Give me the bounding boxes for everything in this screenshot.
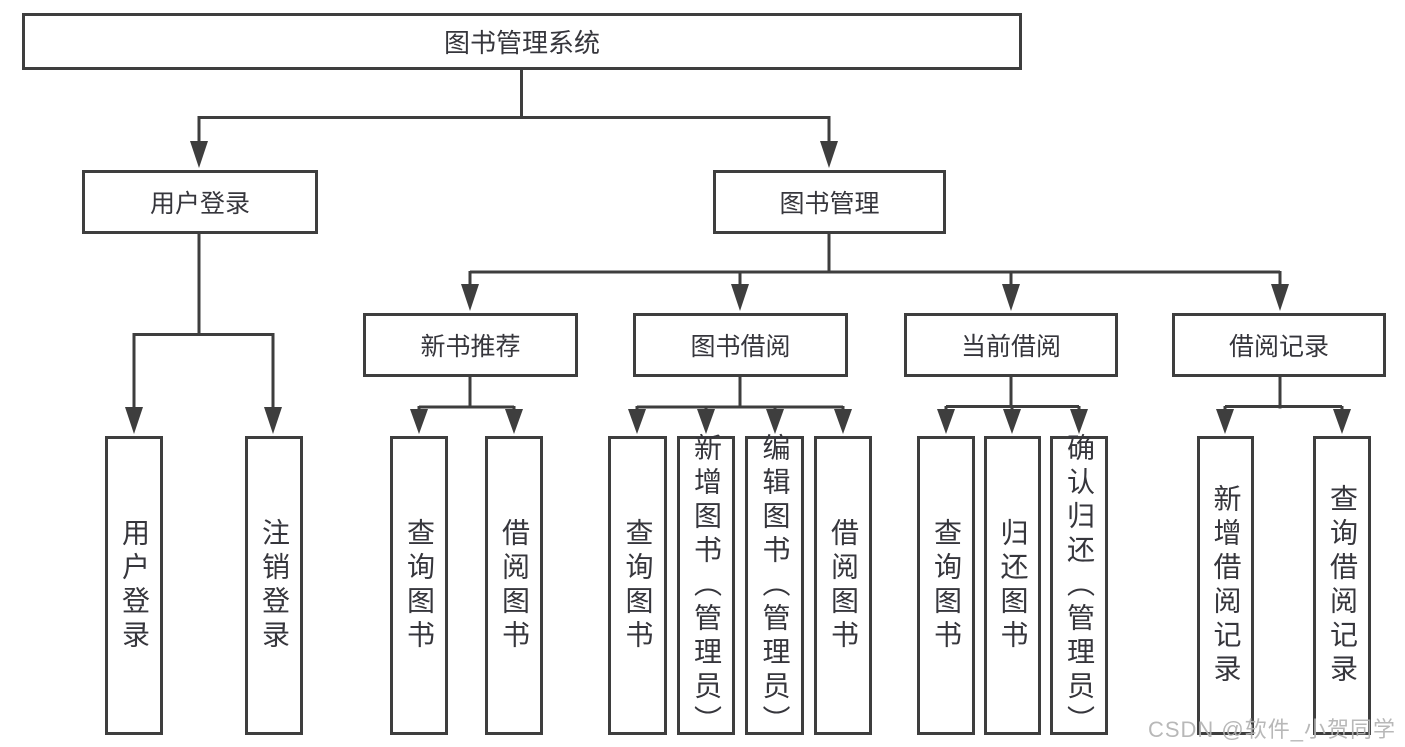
node-current-borrowing: 当前借阅 [904, 313, 1118, 377]
leaf-label: 新增借阅记录 [1210, 483, 1242, 688]
leaf-borrow-books-borrowing: 借阅图书 [814, 436, 872, 735]
leaf-label: 新增图书（管理员） [691, 432, 722, 739]
leaf-borrow-books-recommend: 借阅图书 [485, 436, 543, 735]
leaf-confirm-return-admin: 确认归还（管理员） [1050, 433, 1108, 739]
node-book-borrowing: 图书借阅 [633, 313, 848, 377]
leaf-label: 查询图书 [622, 517, 654, 654]
leaf-label: 查询图书 [931, 517, 962, 654]
leaf-label: 借阅图书 [499, 517, 530, 654]
csdn-watermark: CSDN @软件_小贺同学 [1147, 717, 1396, 742]
leaf-label: 借阅图书 [828, 517, 859, 654]
connector-user-login-branch [125, 233, 282, 434]
leaf-label: 注销登录 [259, 517, 290, 654]
leaf-query-books-borrowing: 查询图书 [608, 436, 667, 735]
leaf-query-borrow-record: 查询借阅记录 [1313, 436, 1371, 735]
leaf-label: 用户登录 [119, 517, 150, 654]
node-label: 图书借阅 [690, 333, 791, 361]
leaf-add-borrow-record: 新增借阅记录 [1197, 436, 1254, 735]
leaf-label: 编辑图书（管理员） [759, 432, 791, 739]
node-library-management-system: 图书管理系统 [22, 13, 1022, 70]
leaf-logout: 注销登录 [245, 436, 303, 735]
connector-book-management-branch [461, 234, 1289, 311]
leaf-label: 确认归还（管理员） [1064, 432, 1095, 739]
node-user-login: 用户登录 [82, 170, 318, 234]
connector-new-book-recommendation-branch [410, 377, 523, 434]
node-label: 借阅记录 [1228, 333, 1329, 361]
node-label: 图书管理 [779, 190, 880, 218]
node-borrowing-records: 借阅记录 [1172, 313, 1386, 377]
leaf-edit-books-admin: 编辑图书（管理员） [745, 433, 804, 739]
node-label: 用户登录 [149, 190, 250, 218]
node-label: 当前借阅 [960, 333, 1061, 361]
connector-book-borrowing-branch [628, 377, 852, 434]
leaf-query-books-current: 查询图书 [917, 436, 975, 735]
leaf-query-books-recommend: 查询图书 [390, 436, 448, 735]
leaf-label: 查询图书 [404, 517, 435, 654]
leaf-add-books-admin: 新增图书（管理员） [677, 433, 735, 739]
leaf-return-books: 归还图书 [984, 436, 1041, 735]
leaf-user-login: 用户登录 [105, 436, 163, 735]
connector-borrowing-records-branch [1216, 377, 1351, 434]
connector-root-branch [190, 69, 838, 168]
leaf-label: 查询借阅记录 [1327, 483, 1358, 688]
node-label: 图书管理系统 [443, 28, 600, 58]
leaf-label: 归还图书 [997, 517, 1029, 654]
connector-current-borrowing-branch [937, 377, 1088, 434]
node-book-management: 图书管理 [713, 170, 946, 234]
node-label: 新书推荐 [420, 333, 521, 361]
node-new-book-recommendation: 新书推荐 [363, 313, 578, 377]
